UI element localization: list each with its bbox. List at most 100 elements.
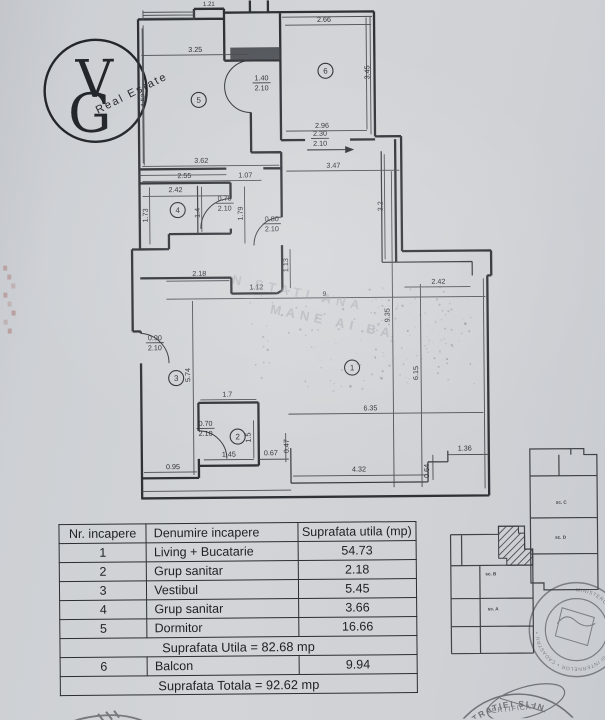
dimension-label: 3.2 [376,201,385,211]
speckle-dot [451,309,453,311]
speckle-dot [438,304,440,306]
speckle-dot [378,307,379,308]
speckle-dot [391,336,392,337]
speckle-dot [382,300,383,301]
speckle-dot [330,359,332,361]
cell-nr: 3 [59,581,146,601]
keyplan-right-block [530,448,598,590]
speckle-dot [360,297,361,298]
wall-fill-block [230,47,280,60]
header-nr: Nr. incapere [59,524,146,544]
speckle-dot [445,343,447,345]
speckle-dot [388,305,390,307]
speckle-dot [439,350,441,352]
speckle-dot [261,377,263,379]
cell-nr: 1 [59,543,146,563]
speckle-dot [458,340,459,341]
speckle-dot [406,382,408,384]
key-plan: sc. Csc. Dsc. Bsc. A [450,448,599,653]
red-margin-mark [3,293,7,298]
dimension-label: 2.42 [431,277,445,286]
room-number: 3 [174,374,179,383]
floor-plan-walls [130,0,493,498]
speckle-dot [263,362,265,364]
speckle-dot [399,375,400,376]
watermark-line2: MANE AI BA [269,301,396,341]
speckle-dot [375,348,377,350]
speckle-dot [261,295,262,296]
speckle-dot [401,347,403,349]
speckle-dot [320,367,322,369]
speckle-dot [305,305,307,307]
speckle-dot [262,336,264,338]
dimension-label: 6.35 [363,403,377,412]
speckle-dot [388,314,390,316]
dimension-label: 3.45 [362,65,371,79]
speckle-dot [408,312,409,313]
cell-sup: 9.94 [299,655,417,675]
dimension-label: 0.64 [422,464,431,478]
dimension-label: 0.95 [166,462,180,471]
cell-nr: 2 [59,562,146,582]
speckle-dot [333,382,335,384]
dimension-label: 2.10 [313,139,327,148]
speckle-dot [361,387,364,390]
red-margin-mark [7,275,11,280]
speckle-dot [451,344,453,346]
speckle-dot [363,380,364,381]
speckle-dot [388,365,390,367]
total-text: Suprafata Totala = 92.62 mp [60,674,417,696]
speckle-dot [355,353,356,354]
speckle-dot [461,332,463,334]
speckle-dot [351,298,353,300]
speckle-dot [311,329,313,331]
speckle-dot [397,305,399,307]
keyplan-unit-label: sc. B [485,571,497,576]
speckle-dot [397,303,398,304]
cell-nr: 6 [60,657,147,677]
speckle-dot [370,312,372,314]
speckle-dot [437,372,439,374]
speckle-dot [421,362,422,363]
speckle-dot [319,359,321,361]
speckle-dot [307,385,309,387]
dimension-label: 5.74 [183,368,192,382]
speckle-dot [251,323,252,324]
dimension-label: 1.07 [238,170,252,179]
dimension-label: 2.10 [148,343,162,352]
speckle-dot [447,310,449,312]
speckle-dot [426,336,427,337]
speckle-dot [342,308,345,311]
dimension-label: 3.62 [194,156,208,165]
speckle-dot [415,327,416,328]
dimension-label: 3.47 [326,161,340,170]
speckle-dot [266,325,268,327]
speckle-dot [424,312,426,314]
speckle-dot [401,305,403,307]
speckle-dot [381,320,383,322]
speckle-dot [369,330,371,332]
speckle-dot [266,349,268,351]
speckle-dot [415,298,416,299]
speckle-dot [383,352,384,353]
speckle-dot [368,289,369,290]
red-margin-mark [12,311,16,316]
speckle-dot [435,321,437,323]
watermark: N STATI ANA MANE AI BA [3,261,480,395]
cell-den: Grup sanitar [147,561,299,581]
dimension-label: 0.67 [264,448,278,457]
room-number-badges: 123456 [166,63,360,445]
total-row: Suprafata Totala = 92.62 mp [60,674,417,696]
bottom-left-stamp [41,709,161,720]
speckle-dot [432,329,433,330]
dimension-label: 0.47 [282,439,291,453]
speckle-dot [406,377,407,378]
speckle-dot [349,385,352,388]
speckle-dot [432,343,433,344]
dimension-label: 1.45 [222,450,236,459]
round-stamp: MINISTERUL ADMINISTRATIEI SI INTERNELOR … [529,582,605,677]
speckle-dot [449,303,451,305]
speckle-dot [332,390,334,392]
